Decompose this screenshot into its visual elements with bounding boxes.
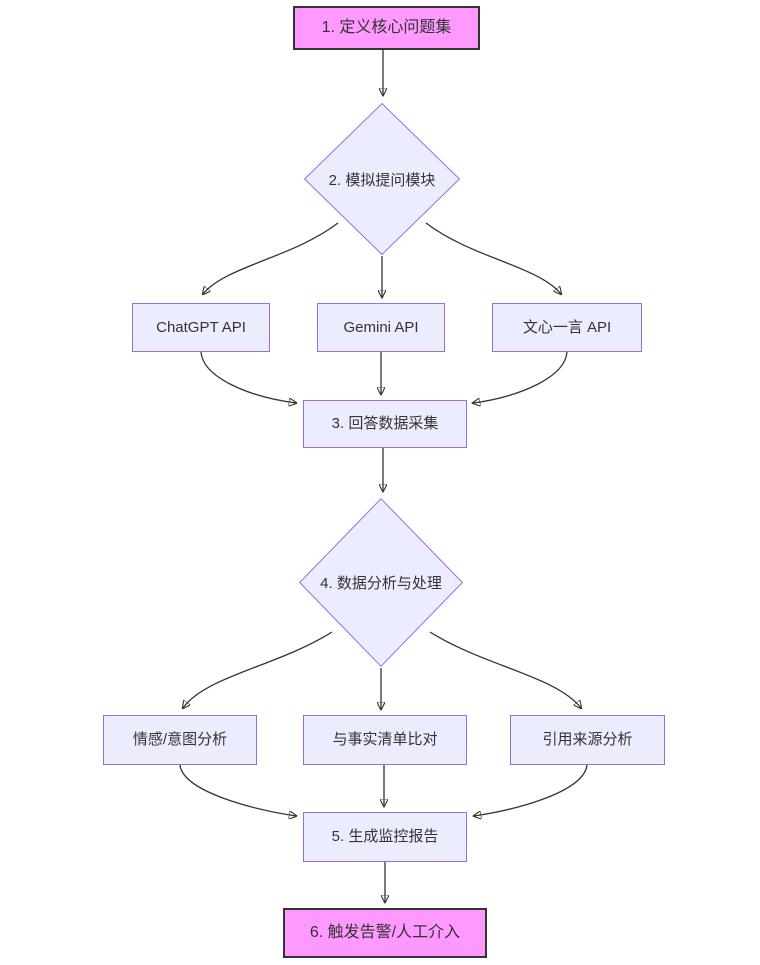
edge-step2-wenxin: [425, 222, 561, 294]
node-chatgpt-api-label: ChatGPT API: [156, 318, 246, 336]
edge-step2-chatgpt: [203, 222, 339, 294]
node-step6-label: 6. 触发告警/人工介入: [309, 924, 461, 942]
node-step3: 3. 回答数据采集: [303, 400, 467, 448]
node-chatgpt-api: ChatGPT API: [132, 303, 270, 352]
node-gemini-api-label: Gemini API: [343, 318, 419, 336]
node-step6: 6. 触发告警/人工介入: [283, 908, 487, 958]
edge-wenxin-step3: [473, 351, 568, 403]
node-step3-label: 3. 回答数据采集: [331, 415, 439, 432]
edge-sentiment-step5: [179, 764, 296, 816]
node-fact-check: 与事实清单比对: [303, 715, 467, 765]
node-step4: 4. 数据分析与处理: [298, 497, 464, 668]
node-step1: 1. 定义核心问题集: [293, 6, 480, 50]
diamond-shape: [298, 497, 464, 668]
node-step2-label: 2. 模拟提问模块: [328, 171, 436, 189]
node-sentiment-analysis-label: 情感/意图分析: [132, 731, 228, 748]
node-step1-label: 1. 定义核心问题集: [321, 19, 452, 37]
edge-chatgpt-step3: [200, 351, 296, 403]
node-citation-analysis: 引用来源分析: [510, 715, 665, 765]
node-fact-check-label: 与事实清单比对: [332, 731, 438, 748]
node-step4-label: 4. 数据分析与处理: [320, 575, 442, 592]
node-sentiment-analysis: 情感/意图分析: [103, 715, 257, 765]
diamond-shape: [303, 102, 461, 256]
node-citation-analysis-label: 引用来源分析: [542, 731, 633, 748]
node-wenxin-api-label: 文心一言 API: [522, 318, 612, 336]
node-step5: 5. 生成监控报告: [303, 812, 467, 862]
edge-step4-sentiment: [183, 631, 333, 708]
edge-step4-citation: [429, 631, 581, 708]
edge-citation-step5: [474, 764, 588, 816]
node-step2: 2. 模拟提问模块: [303, 102, 461, 256]
node-step5-label: 5. 生成监控报告: [331, 828, 439, 845]
node-wenxin-api: 文心一言 API: [492, 303, 642, 352]
node-gemini-api: Gemini API: [317, 303, 445, 352]
